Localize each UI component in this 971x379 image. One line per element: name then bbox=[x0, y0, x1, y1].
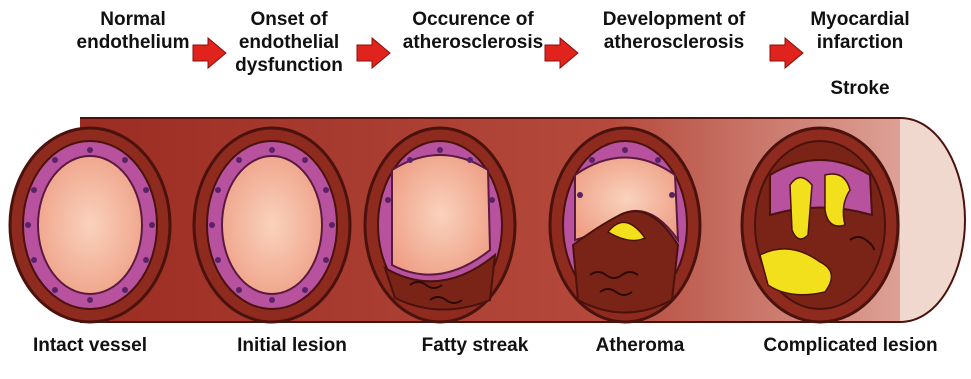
stage-label-1: Intact vessel bbox=[20, 335, 160, 357]
stage-label-4: Atheroma bbox=[580, 335, 700, 357]
arrow-icon-4 bbox=[770, 38, 803, 68]
cross-section-fatty-streak bbox=[365, 128, 515, 322]
cross-section-intact-vessel bbox=[10, 128, 170, 322]
stage-label-2: Initial lesion bbox=[222, 335, 362, 357]
arrow-icon-3 bbox=[545, 38, 578, 68]
stage-label-3: Fatty streak bbox=[410, 335, 540, 357]
arrow-icon-1 bbox=[193, 38, 226, 68]
stage-label-5: Complicated lesion bbox=[748, 335, 953, 357]
cross-section-complicated-lesion bbox=[742, 128, 898, 322]
cross-section-initial-lesion bbox=[194, 128, 350, 322]
arrow-icon-2 bbox=[357, 38, 390, 68]
cross-section-atheroma bbox=[550, 128, 700, 322]
